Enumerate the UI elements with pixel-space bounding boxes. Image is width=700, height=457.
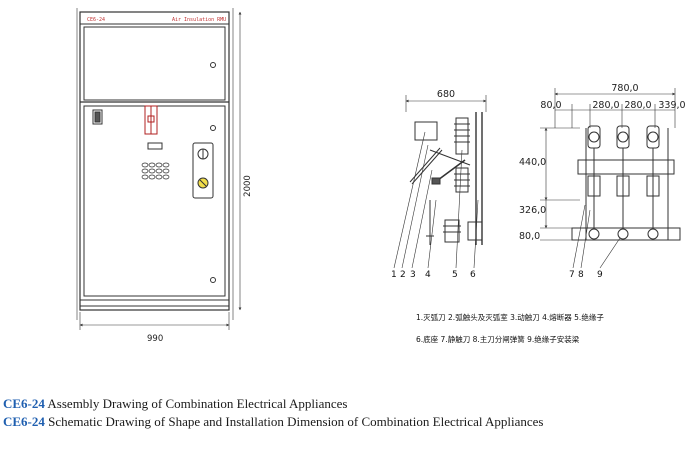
- cabinet-width-dim: 990: [147, 334, 163, 344]
- cabinet-drawing: [76, 8, 242, 330]
- front-part-9: 9: [597, 270, 603, 280]
- caption-schematic: CE6-24 Schematic Drawing of Shape and In…: [3, 414, 543, 430]
- caption-schematic-code: CE6-24: [3, 414, 45, 429]
- cabinet-model-label: CE6-24: [87, 17, 105, 23]
- technical-drawing: CE6-24 Air Insulation RMU 990 2000: [76, 8, 686, 344]
- front-vertical-dim-80: 80,0: [519, 231, 540, 242]
- side-part-4: 4: [425, 270, 431, 280]
- front-top-dim-3: 280,0: [624, 100, 651, 111]
- side-view-drawing: [393, 95, 487, 269]
- side-part-1: 1: [391, 270, 397, 280]
- side-part-2: 2: [400, 270, 406, 280]
- caption-assembly-text: Assembly Drawing of Combination Electric…: [44, 396, 348, 411]
- front-vertical-dim-326: 326,0: [519, 205, 546, 216]
- front-top-dim-2: 280,0: [592, 100, 619, 111]
- side-part-6: 6: [470, 270, 476, 280]
- side-part-5: 5: [452, 270, 458, 280]
- side-view-width-dim: 680: [437, 89, 455, 100]
- cabinet-title-label: Air Insulation RMU: [172, 17, 226, 23]
- front-part-7: 7: [569, 270, 575, 280]
- front-vertical-dim-440: 440,0: [519, 157, 546, 168]
- legend-row-1: 1.灭弧刀 2.弧触头及灭弧室 3.动触刀 4.熔断器 5.绝缘子: [416, 312, 604, 322]
- caption-assembly-code: CE6-24: [3, 396, 45, 411]
- indicator-dots: [141, 162, 170, 180]
- front-part-8: 8: [578, 270, 584, 280]
- front-top-dim-4: 339,0: [658, 100, 685, 111]
- side-part-3: 3: [410, 270, 416, 280]
- front-total-dim: 780,0: [611, 83, 638, 94]
- legend-row-2: 6.底座 7.静触刀 8.主刀分闸弹簧 9.绝缘子安装梁: [416, 334, 580, 344]
- cabinet-height-dim: 2000: [243, 175, 253, 197]
- caption-assembly: CE6-24 Assembly Drawing of Combination E…: [3, 396, 347, 412]
- caption-schematic-text: Schematic Drawing of Shape and Installat…: [44, 414, 544, 429]
- front-top-dim-1: 80,0: [540, 100, 561, 111]
- front-view-drawing: [540, 88, 681, 269]
